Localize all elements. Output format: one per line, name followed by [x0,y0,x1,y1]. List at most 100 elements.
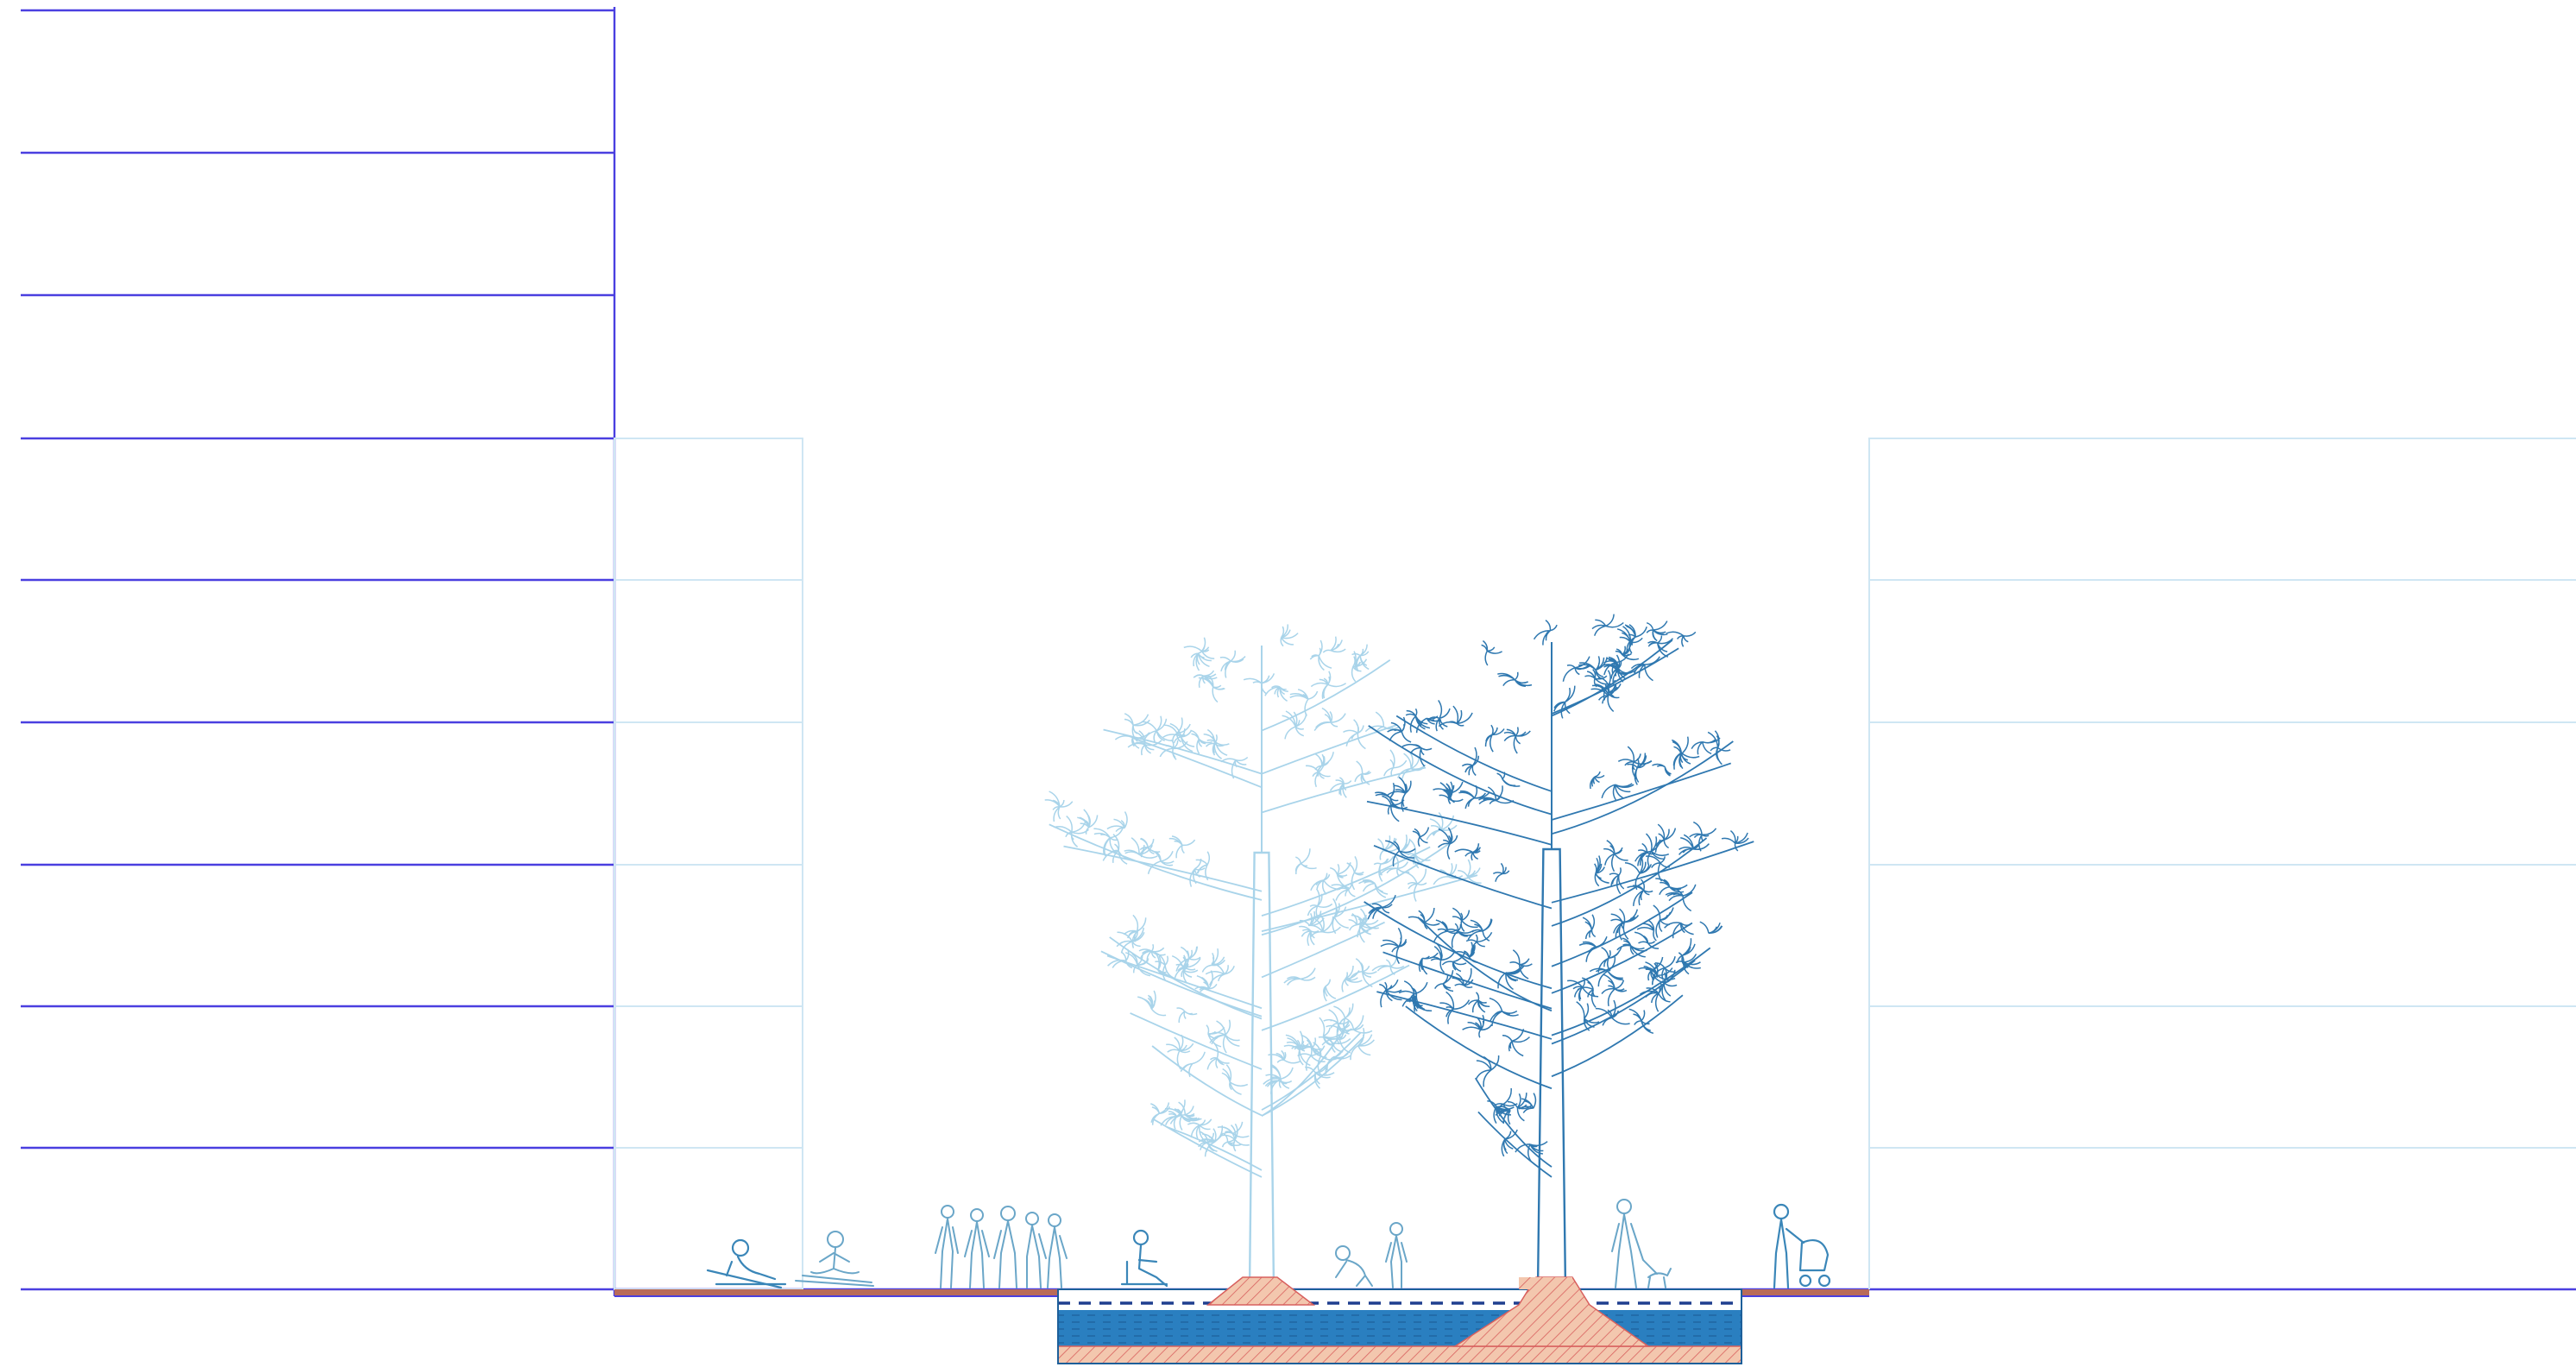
tree-leaf-cluster [1221,1064,1249,1095]
tree-leaf-cluster [1371,957,1405,975]
tree-leaf-cluster [1147,849,1175,874]
tree-leaf-cluster [1636,919,1657,942]
tree-leaf-cluster [1452,967,1474,989]
tree-branch [1261,842,1451,936]
tree-leaf-cluster [1589,956,1623,987]
tree-leaf-cluster [1433,863,1464,885]
tree-leaf-cluster [1578,656,1608,678]
tree-leaf-cluster [1190,646,1212,671]
tree-leaf-cluster [1627,753,1647,785]
tree-leaf-cluster [1616,937,1647,958]
tree-leaf-cluster [1553,685,1576,719]
tree-branch [1373,844,1553,910]
tree-branch [1261,964,1410,1031]
tree-leaf-cluster [1138,943,1166,962]
tree-branch [1103,728,1263,775]
tree-leaf-cluster [1624,624,1647,651]
tree-leaf-cluster [1481,639,1502,666]
tree-leaf-cluster [1305,756,1331,788]
tree-leaf-cluster [1310,872,1341,895]
tree-branch [1063,845,1263,892]
tree-branch [1261,1021,1350,1117]
tree-leaf-cluster [1408,907,1440,929]
tree-leaf-cluster [1584,669,1611,688]
tree-leaf-cluster [1351,908,1379,938]
tree-leaf-cluster [1294,848,1317,875]
tree-leaf-cluster [1398,980,1428,1011]
left-ghost-floor-lines [614,579,803,1149]
tree-leaf-cluster [1313,707,1346,732]
tree-branch [1261,659,1391,732]
tree-leaf-cluster [1671,739,1700,770]
tree-leaf-cluster [1268,1049,1301,1064]
tree-leaf-cluster [1452,907,1478,932]
tree-leaf-cluster [1637,842,1656,866]
tree-leaf-cluster [1412,827,1430,847]
tree-branch [1551,841,1754,904]
tree-leaf-cluster [1437,827,1458,860]
tree-trunk [1536,847,1567,1290]
tree-leaf-cluster [1358,879,1389,898]
tree-leaf-cluster [1630,656,1660,682]
tree-branch [1551,947,1711,1036]
soil-mounds [1206,1276,1651,1347]
tree-leaf-cluster [1476,1055,1500,1087]
tree-leaf-cluster [1107,948,1133,969]
tree-leaf-cluster [1665,884,1697,912]
tree-leaf-cluster [1646,855,1671,882]
tree-leaf-cluster [1458,784,1490,809]
tree-leaf-cluster [1299,925,1319,947]
person-scooter [1120,1229,1168,1288]
tree-branch [1376,991,1553,1040]
tree-leaf-cluster [1433,781,1464,804]
tree-leaf-cluster [1183,637,1215,659]
tree-branch [1109,936,1263,1020]
tree-leaf-cluster [1533,619,1558,646]
tree-leaf-cluster [1354,760,1372,785]
tree-leaf-cluster [1203,733,1230,756]
tree-leaf-cluster [1652,956,1676,980]
tree-leaf-cluster [1438,705,1473,728]
tree-leaf-cluster [1116,927,1145,954]
tree-leaf-cluster [1456,942,1479,963]
tree-leaf-cluster [1515,1141,1548,1162]
tree-leaf-cluster [1137,990,1167,1017]
tree-leaf-cluster [1289,689,1319,717]
tree-branch [1166,1125,1263,1171]
tree-leaf-cluster [1593,855,1609,887]
tree-leaf-cluster [1603,840,1628,872]
tree-leaf-cluster [1628,1008,1654,1035]
tree-leaf-cluster [1383,749,1408,777]
tree-leaf-cluster [1401,743,1433,767]
tree-leaf-cluster [1206,1024,1225,1048]
light-tree [1044,624,1482,1290]
tree-leaf-cluster [1283,1030,1311,1067]
dark-tree [1364,614,1754,1290]
tree-leaf-cluster [1220,756,1249,779]
tree-leaf-cluster [1331,879,1356,901]
tree-leaf-cluster [1465,931,1493,956]
tree-leaf-cluster [1699,921,1723,935]
tree-leaf-cluster [1461,746,1480,777]
tree-leaf-cluster [1343,719,1366,750]
tree-leaf-cluster [1661,968,1678,1001]
tree-leaf-cluster [1582,914,1597,940]
tree-leaf-cluster [1462,1014,1493,1038]
tree-leaf-cluster [1428,699,1451,732]
tree-leaf-cluster [1206,1042,1230,1070]
tree-branch [1551,762,1732,821]
tree-pit-right [1519,1277,1572,1289]
tree-branch [1405,1005,1553,1090]
tree-leaf-cluster [1346,856,1364,891]
tree-leaf-cluster [1433,919,1461,943]
tree-leaf-cluster [1509,949,1533,980]
tree-branch [1551,922,1693,994]
tree-leaf-cluster [1379,855,1410,877]
tree-leaf-cluster [1444,923,1475,948]
people-silhouettes [706,1199,1831,1289]
tree-leaf-cluster [1114,732,1150,749]
underground-water-tank [1057,1288,1742,1364]
tree-leaf-cluster [1198,1125,1224,1157]
tree-leaf-cluster [1492,1087,1518,1112]
